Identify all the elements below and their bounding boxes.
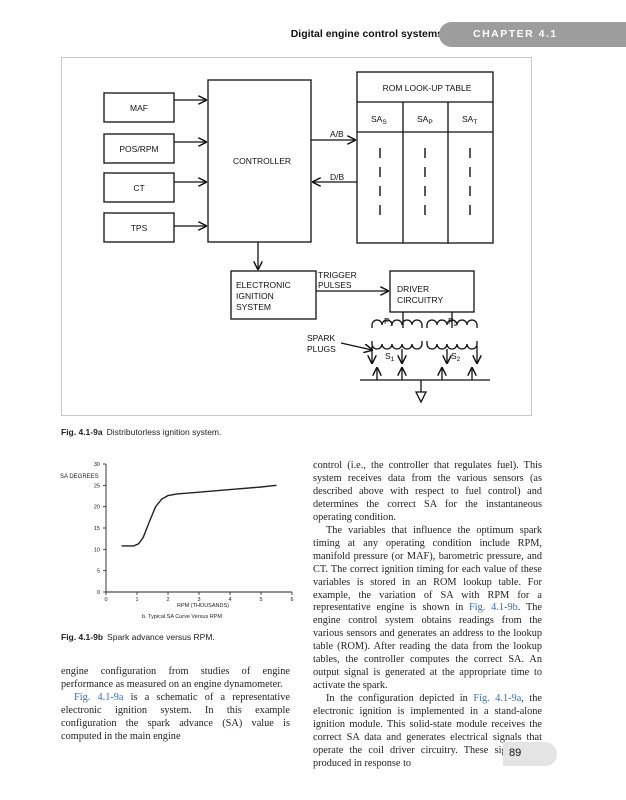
y-tick-label: 5 bbox=[97, 569, 100, 575]
figure-b-caption-text: Spark advance versus RPM. bbox=[107, 632, 215, 642]
ignition-system-diagram: MAF POS/RPM CT TPS CONTROLLER ROM LOOK-U… bbox=[103, 71, 494, 404]
spark-label-2: PLUGS bbox=[307, 344, 336, 354]
x-tick-label: 4 bbox=[228, 597, 231, 603]
controller-label: CONTROLLER bbox=[233, 156, 291, 166]
figure-a-frame bbox=[61, 57, 532, 416]
ignition-label-3: SYSTEM bbox=[236, 302, 271, 312]
spark-label-1: SPARK bbox=[307, 333, 336, 343]
ignition-label-1: ELECTRONIC bbox=[236, 280, 291, 290]
driver-label-1: DRIVER bbox=[397, 284, 429, 294]
left-column: engine configuration from studies of eng… bbox=[61, 666, 290, 744]
left-paragraph-1: engine configuration from studies of eng… bbox=[61, 666, 290, 690]
maf-label: MAF bbox=[130, 103, 148, 113]
pos-rpm-box bbox=[103, 133, 175, 164]
right-column: control (i.e., the controller that regul… bbox=[313, 460, 542, 771]
y-tick-label: 25 bbox=[94, 483, 100, 489]
right-paragraph-3: In the configuration depicted in Fig. 4.… bbox=[313, 693, 543, 769]
ct-label: CT bbox=[133, 183, 144, 193]
rom-table-box bbox=[356, 71, 494, 244]
figure-b-caption-label: Fig. 4.1-9b bbox=[61, 632, 104, 642]
ab-label: A/B bbox=[330, 129, 344, 139]
fig-9a-link[interactable]: Fig. 4.1-9a bbox=[74, 691, 124, 703]
y-tick-label: 0 bbox=[97, 590, 100, 596]
x-tick-label: 2 bbox=[166, 597, 169, 603]
sa-vs-rpm-chart: SA DEGREES 0 5 10 15 20 25 30 0 1 2 3 4 5 6 RPM (THOU… bbox=[60, 462, 294, 620]
p2-label: P2 bbox=[448, 316, 458, 328]
sa-curve bbox=[121, 484, 277, 547]
db-label: D/B bbox=[330, 172, 345, 182]
x-tick-label: 1 bbox=[135, 597, 138, 603]
right-paragraph-1: control (i.e., the controller that regul… bbox=[313, 460, 542, 523]
rom-col-sap: SAP bbox=[417, 114, 433, 126]
x-tick-label: 3 bbox=[197, 597, 200, 603]
ignition-box bbox=[230, 270, 317, 320]
chart-xlabel: RPM (THOUSANDS) bbox=[177, 603, 229, 609]
chart-sublabel: b. Typical SA Curve Versus RPM bbox=[142, 614, 222, 620]
y-tick-label: 10 bbox=[94, 547, 100, 553]
x-tick-label: 6 bbox=[290, 597, 293, 603]
left-paragraph-2: Fig. 4.1-9a is a schematic of a represen… bbox=[61, 691, 290, 742]
pos-rpm-label: POS/RPM bbox=[119, 144, 158, 154]
trigger-label-2: PULSES bbox=[318, 280, 352, 290]
trigger-label-1: TRIGGER bbox=[318, 270, 357, 280]
chapter-label: CHAPTER 4.1 bbox=[473, 28, 558, 40]
fig-9b-link[interactable]: Fig. 4.1-9b bbox=[469, 602, 518, 614]
s2-label: S2 bbox=[451, 351, 461, 363]
driver-label-2: CIRCUITRY bbox=[397, 295, 443, 305]
controller-box bbox=[207, 79, 312, 243]
chart-ylabel: SA DEGREES bbox=[60, 474, 99, 480]
y-tick-label: 15 bbox=[94, 526, 100, 532]
y-tick-label: 30 bbox=[94, 462, 100, 468]
x-tick-label: 0 bbox=[104, 597, 107, 603]
ct-box bbox=[103, 172, 175, 203]
p1-label: P1 bbox=[384, 316, 394, 328]
fig-9a-link-2[interactable]: Fig. 4.1-9a bbox=[473, 693, 522, 705]
right-paragraph-2: The variables that influence the optimum… bbox=[313, 524, 542, 692]
page-header: Digital engine control systems CHAPTER 4… bbox=[0, 0, 626, 47]
tps-label: TPS bbox=[131, 223, 148, 233]
s1-label: S1 bbox=[385, 351, 395, 363]
tps-box bbox=[103, 212, 175, 243]
rom-col-sat: SAT bbox=[462, 114, 477, 126]
maf-box bbox=[103, 92, 175, 123]
running-head-title: Digital engine control systems bbox=[290, 28, 443, 40]
figure-a-caption-label: Fig. 4.1-9a bbox=[61, 427, 103, 437]
rom-col-sas: SAS bbox=[371, 114, 387, 126]
page-number: 89 bbox=[509, 747, 522, 759]
driver-box bbox=[389, 270, 475, 313]
ignition-label-2: IGNITION bbox=[236, 291, 274, 301]
figure-a-caption-text: Distributorless ignition system. bbox=[106, 427, 222, 437]
page-number-tab: 89 bbox=[503, 742, 557, 766]
chapter-tab: CHAPTER 4.1 bbox=[439, 22, 626, 47]
rom-title: ROM LOOK-UP TABLE bbox=[383, 83, 472, 93]
y-tick-label: 20 bbox=[94, 505, 100, 511]
x-tick-label: 5 bbox=[259, 597, 262, 603]
